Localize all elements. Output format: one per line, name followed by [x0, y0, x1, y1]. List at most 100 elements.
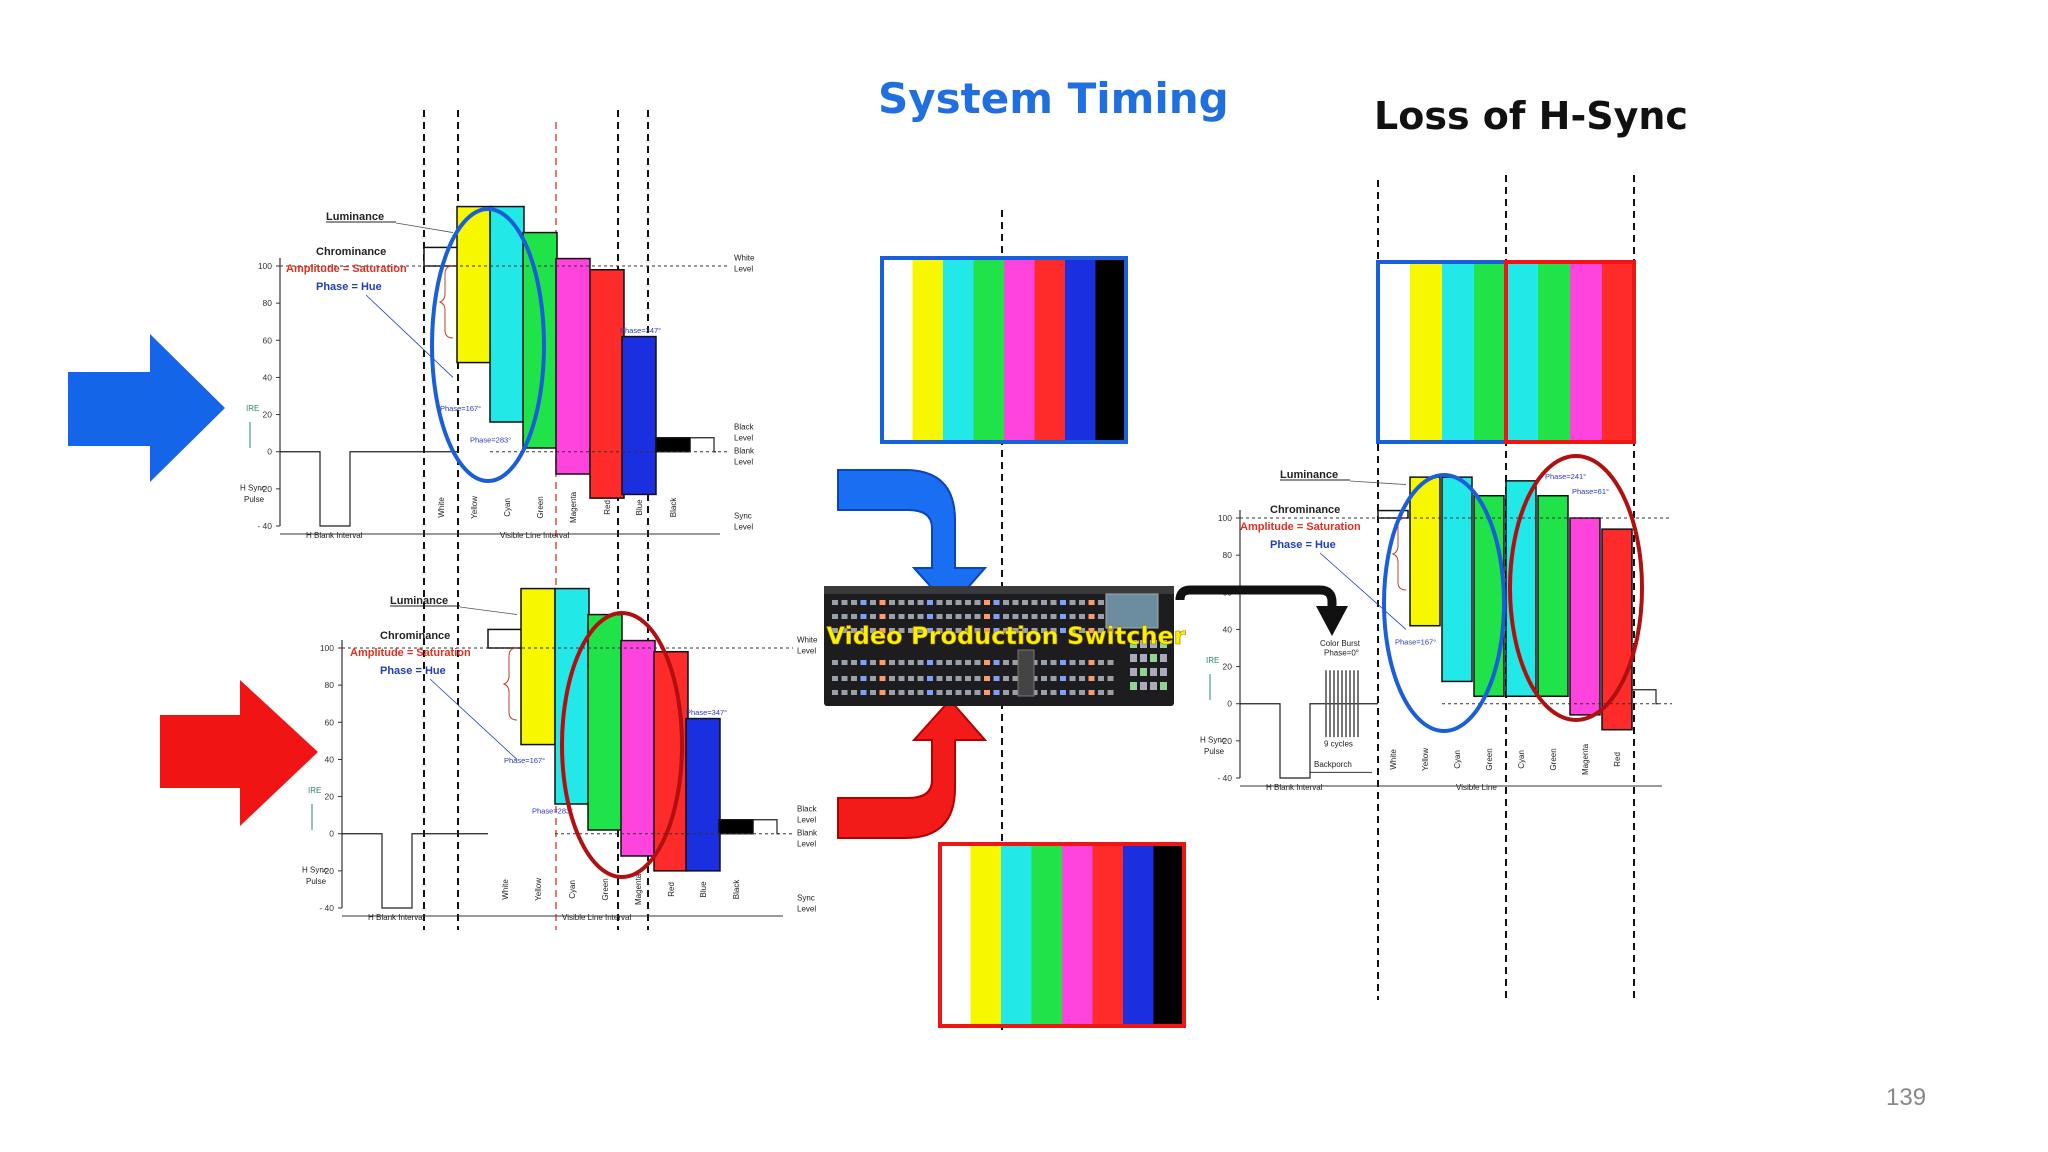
switcher-button	[1003, 628, 1009, 633]
color-bar-swatch	[1442, 262, 1475, 442]
phase-value-label: Phase=347°	[686, 708, 727, 717]
bar-name-label: Black	[732, 879, 741, 900]
switcher-key	[1160, 654, 1167, 662]
burst-phase-label: Phase=0°	[1324, 648, 1359, 657]
switcher-button	[870, 600, 876, 605]
subtitle-loss-of-hsync: Loss of H-Sync	[1374, 94, 1688, 138]
visible-label: Visible Line Interval	[500, 531, 569, 540]
luminance-label: Luminance	[1280, 469, 1338, 481]
red-curved-arrow	[837, 698, 988, 839]
switcher-button	[1107, 690, 1114, 695]
switcher-button	[1050, 676, 1057, 681]
bar-name-label: Yellow	[534, 878, 543, 901]
hsync-label: H Sync	[302, 866, 328, 875]
black-level-label: Black	[797, 804, 818, 813]
switcher-button	[917, 628, 924, 633]
bar-green	[1473, 494, 1505, 698]
switcher-button	[1041, 690, 1047, 695]
sync-level-label: Sync	[797, 894, 815, 903]
switcher-key	[1150, 640, 1157, 648]
bar-name-label: Yellow	[470, 496, 479, 519]
visible-label: Visible Line	[1456, 783, 1497, 792]
luminance-pointer	[1349, 480, 1407, 485]
switcher-button	[860, 614, 867, 619]
bar-magenta	[620, 639, 656, 857]
white-level-label: White	[734, 253, 755, 262]
switcher-key	[1140, 682, 1147, 690]
bar-name-label: White	[1389, 749, 1398, 770]
switcher-button	[879, 614, 886, 619]
switcher-button	[879, 676, 886, 681]
bar-magenta	[1569, 517, 1601, 716]
switcher-button	[860, 676, 867, 681]
switcher-button	[1012, 676, 1019, 681]
color-bar-swatch	[1153, 844, 1185, 1026]
switcher-button	[946, 660, 952, 665]
switcher-button	[1012, 614, 1019, 619]
switcher-button	[1069, 676, 1076, 681]
switcher-button	[879, 628, 886, 633]
switcher-button	[832, 660, 838, 665]
switcher-button	[974, 614, 981, 619]
bar-name-label: Red	[667, 882, 676, 897]
color-burst-label: Color Burst	[1320, 639, 1361, 648]
hsync-label-pulse: Pulse	[306, 877, 327, 886]
switcher-button	[965, 690, 971, 695]
switcher-key	[1130, 682, 1137, 690]
y-tick-label: 20	[263, 410, 273, 420]
switcher-button	[993, 600, 1000, 605]
switcher-button	[984, 660, 990, 665]
switcher-key	[1160, 682, 1167, 690]
bar-yellow	[520, 587, 556, 746]
switcher-button	[1060, 628, 1066, 633]
switcher-key	[1150, 682, 1157, 690]
switcher-button	[889, 690, 895, 695]
color-bars-blue-source	[880, 256, 1128, 444]
y-tick-label: 40	[325, 754, 335, 764]
page-number: 139	[1886, 1084, 1927, 1111]
switcher-button	[1107, 628, 1114, 633]
output-arrow	[1175, 585, 1337, 612]
chrominance-label: Chrominance	[380, 630, 450, 642]
color-bar-swatch	[940, 844, 971, 1026]
phase-label: Phase = Hue	[316, 281, 382, 293]
phase-pointer	[429, 678, 518, 760]
switcher-button	[898, 690, 905, 695]
bar-white	[423, 246, 459, 267]
highlight-ellipse	[430, 207, 546, 483]
bar-blue	[685, 717, 721, 872]
ire-label: IRE	[246, 404, 259, 413]
switcher-button	[841, 676, 848, 681]
switcher-key	[1150, 668, 1157, 676]
switcher-button	[955, 614, 962, 619]
color-bar-swatch	[1034, 258, 1066, 442]
color-bar-swatch	[1538, 262, 1571, 442]
switcher-button	[946, 600, 952, 605]
saturation-brace	[438, 265, 454, 339]
switcher-button	[870, 628, 876, 633]
switcher-button	[936, 628, 943, 633]
white-level-label: White	[797, 635, 818, 644]
switcher-button	[946, 628, 952, 633]
luminance-pointer	[395, 222, 454, 233]
switcher-button	[936, 660, 943, 665]
switcher-button	[1060, 676, 1066, 681]
bar-name-label: Cyan	[1453, 750, 1462, 769]
switcher-button	[832, 676, 838, 681]
bar-name-label: Green	[536, 496, 545, 518]
bar-name-label: Cyan	[1517, 750, 1526, 769]
switcher-button	[936, 676, 943, 681]
y-tick-label: 0	[1227, 699, 1232, 709]
luminance-label: Luminance	[390, 595, 448, 607]
switcher-button	[851, 660, 857, 665]
blank-level-label: Blank	[797, 829, 818, 838]
switcher-label: Video Production Switcher	[826, 622, 1185, 650]
y-tick-label: - 40	[257, 521, 272, 531]
switcher-button	[908, 676, 914, 681]
color-bar-swatch	[1123, 844, 1154, 1026]
bar-name-label: Magenta	[634, 873, 643, 905]
switcher-button	[955, 676, 962, 681]
switcher-button	[889, 676, 895, 681]
h-blank-label: H Blank Interval	[306, 531, 363, 540]
